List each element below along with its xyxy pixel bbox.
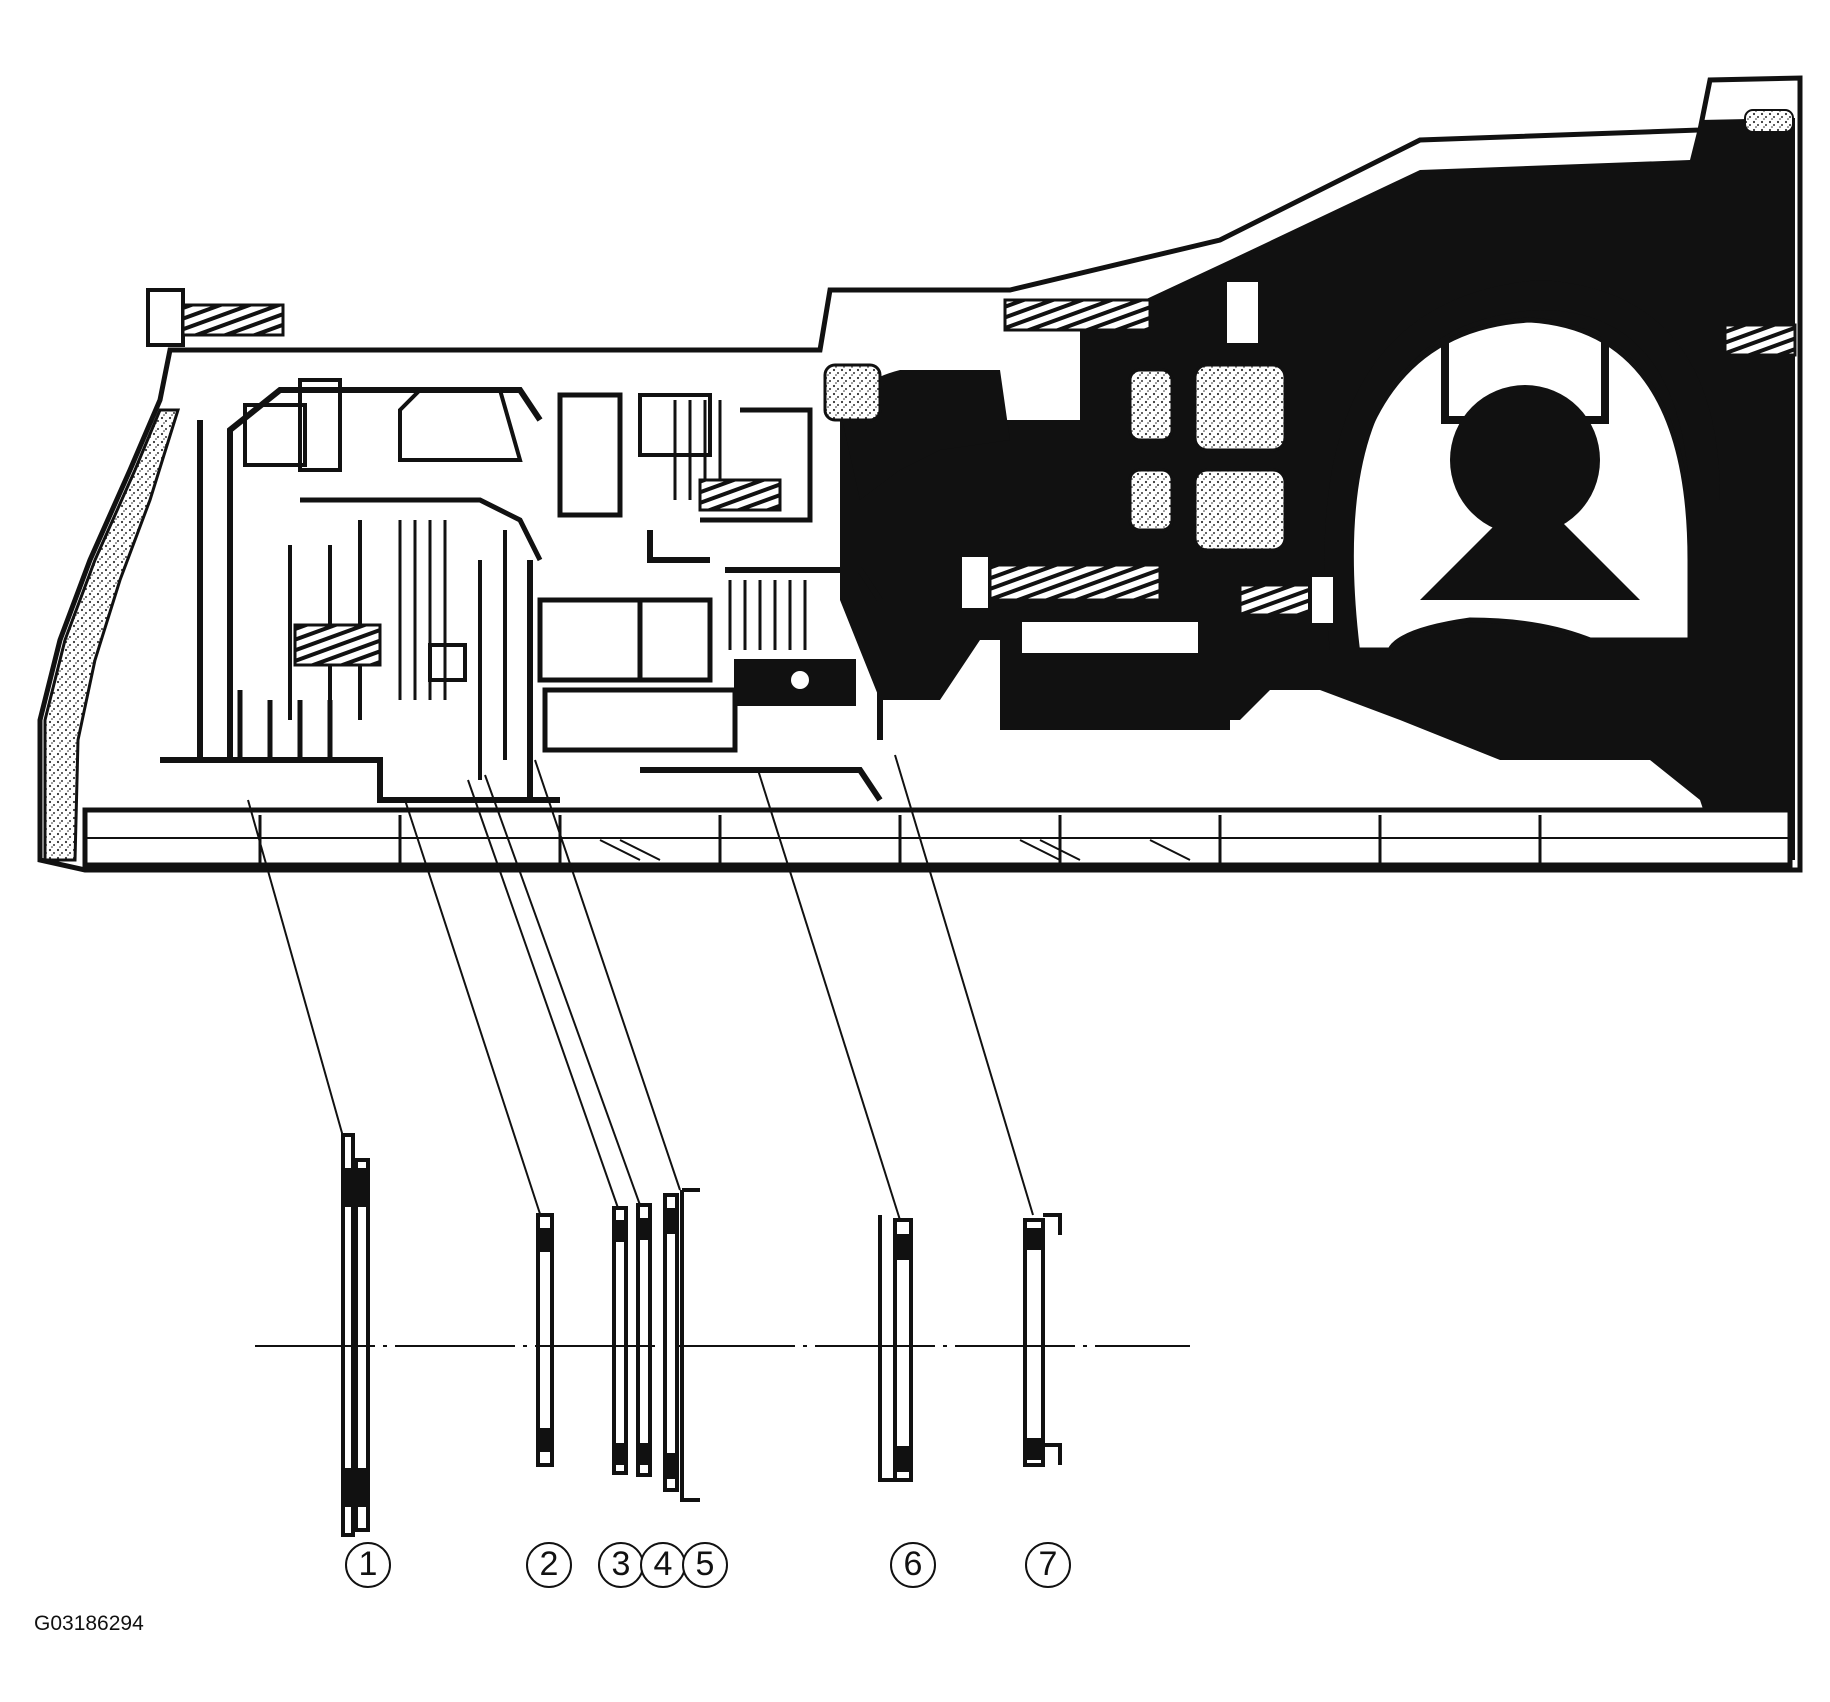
bearing-2: [536, 1213, 554, 1467]
transmission-assembly: [37, 75, 1803, 873]
callout-6: 6: [890, 1542, 936, 1588]
callout-4: 4: [640, 1542, 686, 1588]
callout-7: 7: [1025, 1542, 1071, 1588]
bearing-4: [636, 1203, 652, 1477]
bearing-3: [612, 1206, 628, 1475]
callout-2: 2: [526, 1542, 572, 1588]
callout-1: 1: [345, 1542, 391, 1588]
callout-5: 5: [682, 1542, 728, 1588]
main-shaft: [82, 807, 1793, 868]
bearing-7: [1023, 1213, 1062, 1467]
exploded-bearings: [341, 1133, 1062, 1537]
callout-3: 3: [598, 1542, 644, 1588]
bearing-5: [663, 1188, 700, 1502]
figure-code: G03186294: [34, 1612, 144, 1635]
bearing-6: [878, 1215, 913, 1482]
clutch-pack-left: [160, 378, 560, 803]
planetary-gearset: [527, 392, 883, 802]
bearing-1: [341, 1133, 370, 1537]
leader-lines: [247, 754, 1034, 1221]
